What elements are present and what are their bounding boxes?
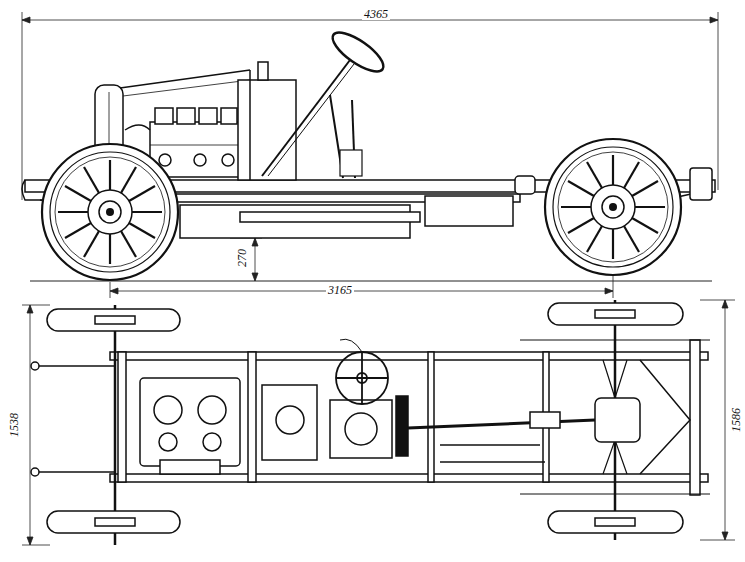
dimension-label: 1538 bbox=[8, 411, 20, 439]
plan-axles-and-wheels bbox=[548, 303, 683, 325]
plan-engine-and-drive bbox=[276, 406, 304, 434]
plan-steering-wheel bbox=[336, 352, 388, 404]
plan-engine-and-drive bbox=[330, 400, 392, 458]
dimension-label: 270 bbox=[236, 247, 248, 269]
plan-dimensions bbox=[22, 305, 50, 306]
dimension-label: 3165 bbox=[326, 284, 354, 296]
side-wheels bbox=[545, 139, 681, 275]
plan-engine-and-drive bbox=[396, 396, 408, 456]
plan-engine-and-drive bbox=[440, 444, 540, 446]
radiator-and-engine bbox=[120, 70, 250, 88]
radiator-and-engine bbox=[222, 154, 234, 166]
plan-frame bbox=[110, 352, 708, 360]
steering-and-levers bbox=[340, 150, 362, 176]
plan-axles-and-wheels bbox=[595, 310, 635, 318]
side-wheels bbox=[42, 139, 681, 280]
steering-and-levers bbox=[262, 26, 389, 178]
plan-axles-and-wheels bbox=[595, 518, 635, 526]
dimension-lines bbox=[22, 12, 23, 200]
plan-frame bbox=[640, 360, 690, 474]
radiator-and-engine bbox=[159, 154, 171, 166]
dimension-label: 4365 bbox=[362, 8, 390, 20]
plan-engine-and-drive bbox=[159, 433, 177, 451]
dimension-lines bbox=[252, 238, 258, 281]
radiator-and-engine bbox=[155, 108, 173, 124]
steering-and-levers bbox=[262, 60, 350, 176]
plan-engine-and-drive bbox=[595, 398, 640, 442]
plan-axles-and-wheels bbox=[95, 518, 135, 526]
side-frame bbox=[22, 180, 43, 200]
side-frame bbox=[515, 176, 535, 194]
plan-axles-and-wheels bbox=[47, 309, 180, 331]
dimension-label: 1586 bbox=[730, 406, 742, 434]
plan-steering-wheel bbox=[336, 339, 388, 404]
dimension-lines bbox=[718, 12, 719, 190]
radiator-and-engine bbox=[199, 108, 217, 124]
plan-frame bbox=[428, 352, 434, 482]
radiator-and-engine bbox=[258, 62, 268, 80]
plan-frame bbox=[118, 352, 126, 482]
plan-dimensions bbox=[722, 300, 728, 540]
plan-dimensions bbox=[22, 300, 735, 545]
plan-frame bbox=[110, 474, 708, 482]
radiator-and-engine bbox=[249, 70, 251, 180]
plan-axles-and-wheels bbox=[47, 300, 683, 545]
plan-axles-and-wheels bbox=[114, 305, 117, 545]
side-frame bbox=[690, 168, 712, 200]
dimension-lines bbox=[22, 12, 718, 298]
plan-dimensions bbox=[700, 540, 735, 541]
plan-axles-and-wheels bbox=[548, 511, 683, 533]
radiator-and-engine bbox=[238, 80, 296, 180]
steering-and-levers bbox=[327, 26, 389, 78]
plan-dimensions bbox=[30, 305, 31, 545]
plan-engine-and-drive bbox=[203, 433, 221, 451]
plan-frame bbox=[31, 468, 39, 476]
plan-dimensions bbox=[27, 305, 33, 545]
dimension-lines bbox=[613, 276, 614, 298]
plan-frame bbox=[31, 362, 39, 370]
plan-frame bbox=[690, 340, 700, 495]
radiator-and-engine bbox=[123, 80, 250, 96]
side-frame bbox=[240, 212, 420, 222]
plan-engine-and-drive bbox=[408, 420, 595, 428]
dimension-lines bbox=[110, 288, 613, 294]
side-wheels bbox=[42, 144, 178, 280]
dimension-lines bbox=[30, 281, 712, 282]
plan-engine-and-drive bbox=[198, 396, 226, 424]
plan-steering-wheel bbox=[340, 339, 362, 352]
dimension-lines bbox=[110, 282, 111, 298]
plan-engine-and-drive bbox=[440, 461, 545, 463]
plan-engine-and-drive bbox=[345, 413, 377, 445]
radiator-and-engine bbox=[221, 108, 237, 124]
dimension-lines bbox=[110, 291, 613, 292]
radiator-and-engine bbox=[177, 108, 195, 124]
radiator-and-engine bbox=[150, 145, 240, 146]
plan-engine-and-drive bbox=[160, 460, 220, 474]
plan-engine-and-drive bbox=[140, 378, 240, 466]
radiator-and-engine bbox=[125, 125, 150, 130]
plan-engine-and-drive bbox=[154, 396, 182, 424]
radiator-and-engine bbox=[194, 154, 206, 166]
plan-frame bbox=[35, 365, 115, 367]
plan-steering-wheel bbox=[361, 352, 363, 404]
plan-dimensions bbox=[22, 545, 50, 546]
plan-engine-and-drive bbox=[530, 412, 560, 428]
plan-axles-and-wheels bbox=[95, 316, 135, 324]
plan-dimensions bbox=[700, 300, 735, 301]
plan-frame bbox=[248, 352, 256, 482]
plan-axles-and-wheels bbox=[47, 511, 180, 533]
plan-engine-and-drive bbox=[262, 385, 317, 460]
side-frame bbox=[425, 196, 513, 226]
plan-dimensions bbox=[725, 300, 726, 540]
plan-frame bbox=[31, 340, 710, 495]
plan-frame bbox=[35, 471, 115, 473]
plan-engine-and-drive bbox=[140, 378, 640, 474]
